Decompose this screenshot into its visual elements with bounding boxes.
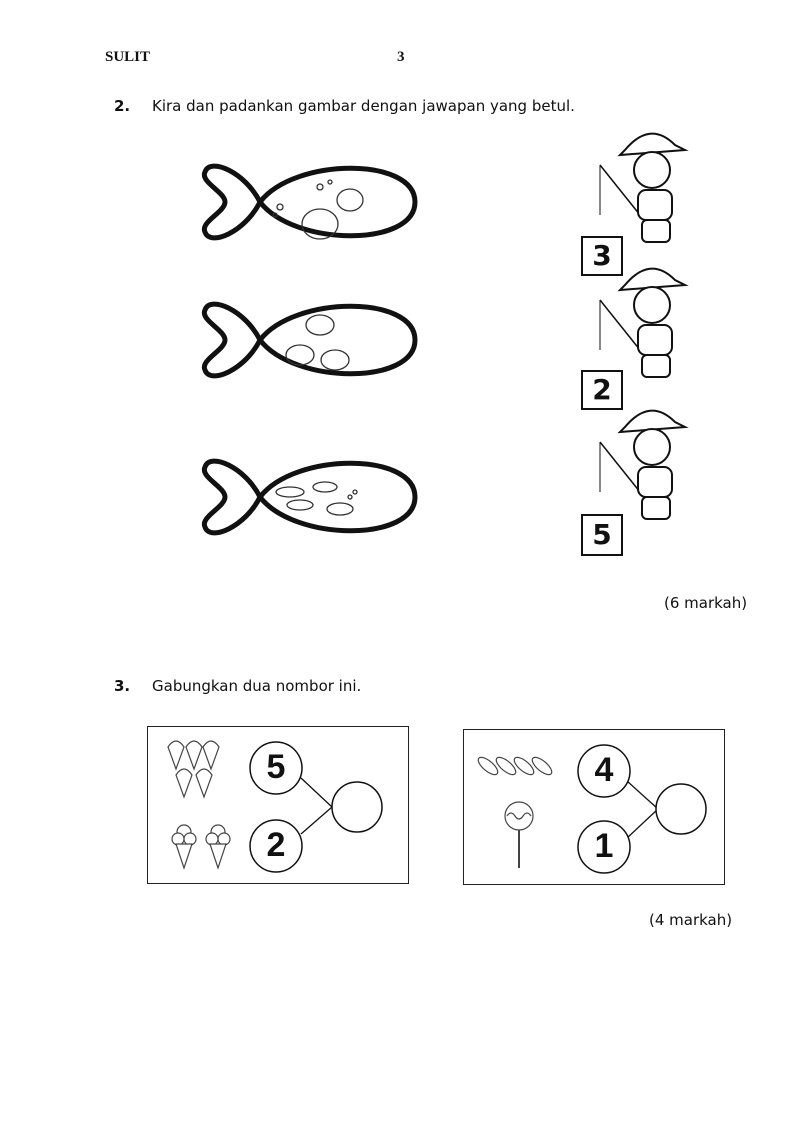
page-number: 3 (397, 49, 405, 65)
question-2-marks: (6 markah) (664, 594, 748, 612)
addend-bottom: 1 (594, 827, 614, 865)
ice-cream-cone-icon (167, 740, 220, 799)
small-fish-icon (275, 481, 358, 516)
fisherman-area (599, 132, 686, 520)
fish-bowl-2[interactable] (204, 304, 415, 376)
addend-top: 4 (594, 751, 614, 789)
clownfish-icon (285, 314, 350, 371)
lollipop-icon (504, 801, 534, 868)
addend-top: 5 (266, 748, 286, 786)
answer-circle[interactable] (655, 783, 707, 835)
bucket-2[interactable]: 2 (581, 370, 623, 410)
header-label: SULIT (105, 49, 151, 65)
fish-bowl-1[interactable] (204, 166, 415, 239)
number-bond-box-1: 5 2 (147, 726, 409, 884)
bucket-5[interactable]: 5 (581, 514, 623, 556)
question-3-text: Gabungkan dua nombor ini. (152, 677, 362, 695)
addend-circle (577, 820, 631, 874)
fish-matching-area (0, 0, 800, 600)
question-3-marks: (4 markah) (649, 911, 733, 929)
number-bond-box-2: 4 1 (463, 729, 725, 885)
question-3-number: 3. (114, 677, 131, 695)
fish-bowl-3[interactable] (204, 461, 415, 533)
addend-circle (249, 819, 303, 873)
triple-scoop-ice-cream-icon (171, 824, 231, 870)
fisherman-icon (599, 409, 686, 520)
addend-circle (577, 744, 631, 798)
question-2-number: 2. (114, 97, 131, 115)
angelfish-icon (272, 179, 364, 240)
fisherman-icon (599, 267, 686, 378)
addend-bottom: 2 (266, 826, 286, 864)
fisherman-icon (599, 132, 686, 243)
addend-circle (249, 741, 303, 795)
candy-icon (477, 756, 553, 776)
question-2-text: Kira dan padankan gambar dengan jawapan … (152, 97, 575, 115)
bucket-3[interactable]: 3 (581, 236, 623, 276)
answer-circle[interactable] (331, 781, 383, 833)
